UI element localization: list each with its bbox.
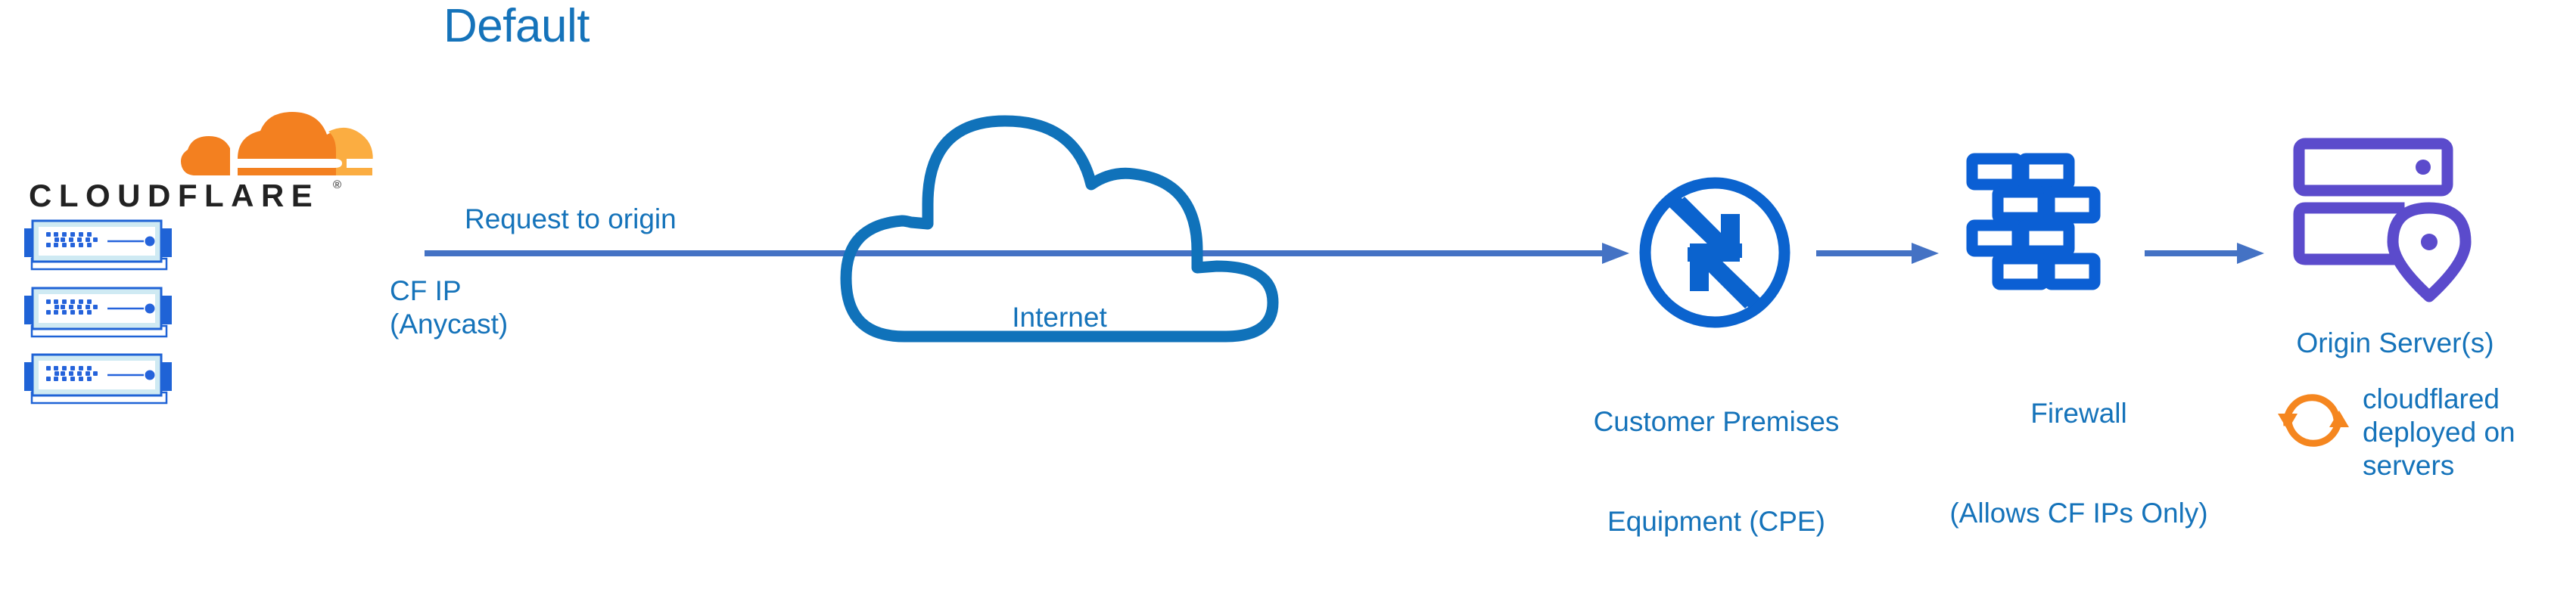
request-to-origin-label: Request to origin [465, 203, 677, 234]
firewall-label-line2: (Allows CF IPs Only) [1949, 498, 2208, 529]
cpe-label-line2: Equipment (CPE) [1607, 506, 1825, 537]
rack-server-icon [17, 218, 178, 271]
cf-ip-label-line2: (Anycast) [390, 309, 509, 340]
cloudflared-note: cloudflared deployed on servers [2363, 383, 2567, 482]
cpe-label-line1: Customer Premises [1593, 406, 1840, 437]
cpe-label: Customer Premises Equipment (CPE) [1535, 339, 1898, 605]
page-title: Default [443, 0, 590, 52]
rack-server-icon [17, 285, 178, 339]
cf-ip-label-line1: CF IP [390, 275, 462, 306]
cloudflare-logo: CLOUDFLARE ® [27, 106, 375, 213]
registered-mark-icon: ® [333, 178, 342, 191]
origin-server-label: Origin Server(s) [2296, 327, 2494, 358]
firewall-label-line1: Firewall [2030, 398, 2127, 429]
router-icon [1635, 172, 1795, 333]
sync-arrows-icon [2272, 382, 2355, 457]
rack-server-icon [17, 352, 178, 405]
firewall-to-origin-arrow-icon [2145, 240, 2270, 266]
request-to-origin-arrow-icon [425, 240, 1635, 266]
cloudflare-cloud-icon [181, 112, 375, 175]
cloudflare-wordmark: CLOUDFLARE [29, 178, 320, 213]
internet-label: Internet [1012, 302, 1107, 333]
firewall-label: Firewall (Allows CF IPs Only) [1905, 330, 2253, 597]
cf-ip-anycast-label: CF IP (Anycast) [390, 274, 508, 341]
server-location-pin-icon [2288, 136, 2500, 310]
cloudflared-note-line3: servers [2363, 450, 2455, 481]
cloud-icon [832, 106, 1286, 348]
brick-wall-icon [1963, 151, 2117, 302]
cloudflared-note-line2: deployed on [2363, 417, 2515, 448]
cloudflared-note-line1: cloudflared [2363, 383, 2500, 414]
cpe-to-firewall-arrow-icon [1816, 240, 1945, 266]
